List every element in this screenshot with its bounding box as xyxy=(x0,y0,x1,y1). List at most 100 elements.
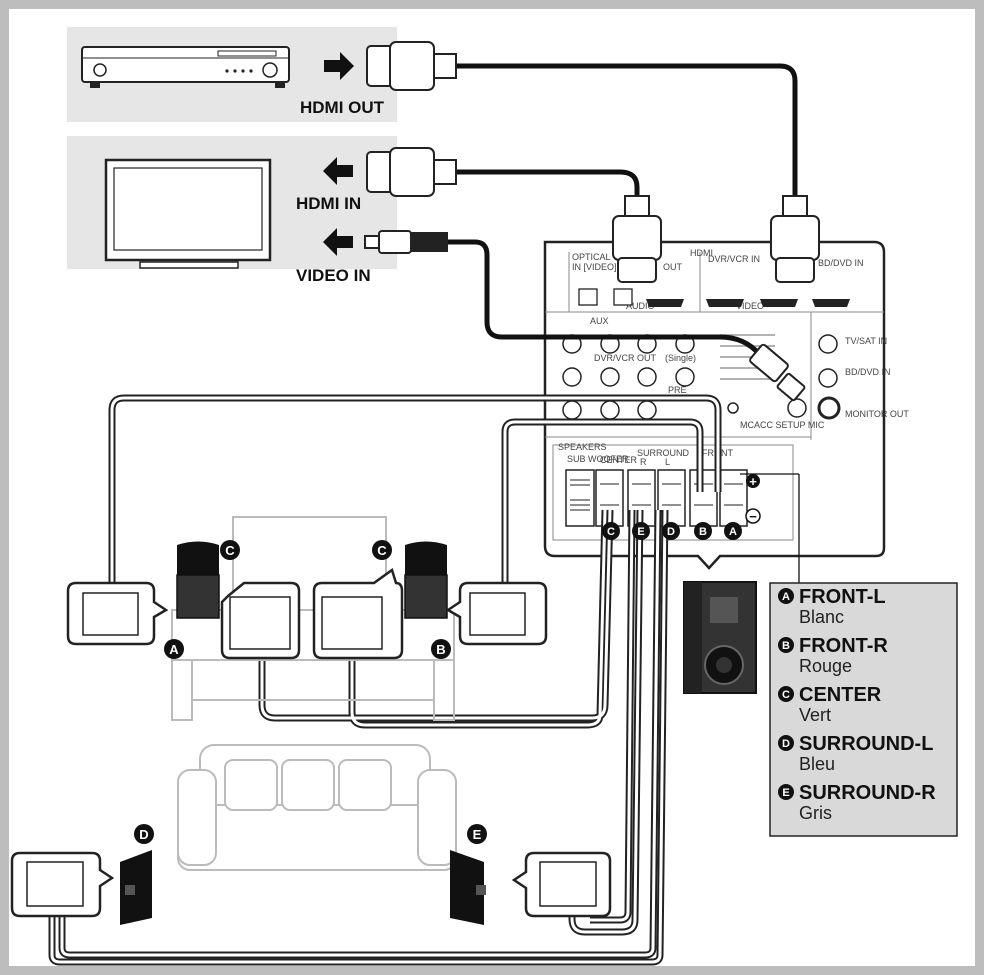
svg-text:C: C xyxy=(607,526,615,538)
svg-text:A: A xyxy=(729,526,737,538)
legend-color: Blanc xyxy=(799,607,844,627)
tv-box: HDMI IN VIDEO IN xyxy=(67,136,397,285)
optical-jack xyxy=(613,288,633,306)
surround-r-label: R xyxy=(640,457,647,467)
bd-dvd-in-label: BD/DVD IN xyxy=(818,258,864,268)
svg-text:B: B xyxy=(436,642,445,657)
legend-name: SURROUND-L xyxy=(799,733,933,755)
mcacc-label: MCACC SETUP MIC xyxy=(740,420,825,430)
svg-text:A: A xyxy=(169,642,179,657)
callout-front-right xyxy=(445,581,548,646)
hdmi-out-port-label: OUT xyxy=(663,262,683,272)
sub-woofer-label: SUB WOOFER xyxy=(567,454,629,464)
legend-marker-letter: C xyxy=(782,689,790,701)
legend-name: CENTER xyxy=(799,684,882,706)
svg-text:E: E xyxy=(637,526,644,538)
svg-text:D: D xyxy=(139,827,148,842)
aux-label: AUX xyxy=(590,316,609,326)
legend-name: FRONT-L xyxy=(799,586,886,608)
hdmi-plug xyxy=(366,41,457,91)
pre-label: PRE xyxy=(668,385,687,395)
bd-dvd-in-video-label: BD/DVD IN xyxy=(845,367,891,377)
video-label: VIDEO xyxy=(736,301,764,311)
monitor-out-label: MONITOR OUT xyxy=(845,409,909,419)
rca-plug xyxy=(749,343,806,402)
legend-name: SURROUND-R xyxy=(799,782,936,804)
surround-right-speaker xyxy=(450,850,486,925)
terminal-marker-d: D xyxy=(662,522,680,540)
surround-terminal-label: SURROUND xyxy=(637,448,690,458)
marker-c-center: C xyxy=(220,540,240,560)
legend-color: Vert xyxy=(799,705,831,725)
legend-marker xyxy=(778,637,794,653)
svg-text:E: E xyxy=(473,827,482,842)
minus-marker-text: − xyxy=(749,509,757,524)
center-terminal-label: CENTER xyxy=(600,455,638,465)
legend-marker-letter: A xyxy=(782,591,790,603)
legend-marker xyxy=(778,735,794,751)
optical-label: OPTICAL xyxy=(572,252,611,262)
terminal-marker-b: B xyxy=(694,522,712,540)
legend-marker-letter: B xyxy=(782,640,790,652)
front-left-speaker xyxy=(176,541,220,619)
tv-icon xyxy=(104,158,272,269)
hdmi-plug xyxy=(366,147,457,197)
legend-name: FRONT-R xyxy=(799,635,888,657)
hdmi-plug xyxy=(770,195,820,283)
rca-jack-grid xyxy=(562,334,841,420)
arrow-right-icon xyxy=(324,52,354,80)
svg-text:C: C xyxy=(225,543,235,558)
legend-marker xyxy=(778,588,794,604)
surround-left-speaker xyxy=(120,850,152,925)
single-label: (Single) xyxy=(665,353,696,363)
legend-marker xyxy=(778,686,794,702)
legend-marker-letter: D xyxy=(782,738,790,750)
audio-label: AUDIO xyxy=(626,301,655,311)
bd-player-box: HDMI OUT xyxy=(67,27,397,122)
in-video-label: IN [VIDEO] xyxy=(572,262,617,272)
legend-marker-letter: E xyxy=(782,787,789,799)
hdmi-in-label: HDMI IN xyxy=(296,194,361,213)
dvr-vcr-out-label: DVR/VCR OUT xyxy=(594,353,657,363)
front-right-speaker xyxy=(404,541,448,619)
hdmi-cables xyxy=(452,63,798,201)
surround-l-label: L xyxy=(665,457,670,467)
legend-color: Rouge xyxy=(799,656,852,676)
speakers-label: SPEAKERS xyxy=(558,442,607,452)
subwoofer-icon xyxy=(683,581,757,694)
callout-surround-left xyxy=(10,851,115,918)
sofa-icon xyxy=(177,744,457,871)
terminal-marker-e: E xyxy=(632,522,650,540)
speaker-cables xyxy=(48,394,722,966)
marker-a-front-left: A xyxy=(164,639,184,659)
svg-text:B: B xyxy=(699,526,707,538)
svg-text:C: C xyxy=(377,543,387,558)
callout-center-left xyxy=(220,581,301,660)
terminal-marker-c: C xyxy=(602,522,620,540)
hdmi-group-label: HDMI xyxy=(690,248,713,258)
hdmi-port-row xyxy=(646,299,850,307)
svg-text:D: D xyxy=(667,526,675,538)
video-cable xyxy=(442,239,763,358)
hdmi-plug xyxy=(612,195,662,283)
hdmi-out-label: HDMI OUT xyxy=(300,98,385,117)
bd-player-icon xyxy=(81,46,290,88)
arrow-left-icon xyxy=(323,228,353,256)
dvr-vcr-in-label: DVR/VCR IN xyxy=(708,254,760,264)
plus-marker xyxy=(746,474,760,488)
marker-e-surround-right: E xyxy=(467,824,487,844)
terminal-marker-a: A xyxy=(724,522,742,540)
rca-plug xyxy=(364,230,448,254)
legend-color: Bleu xyxy=(799,754,835,774)
marker-b-front-right: B xyxy=(431,639,451,659)
plus-marker-text: + xyxy=(749,474,757,489)
optical-jack xyxy=(578,288,598,306)
callout-front-left xyxy=(66,581,169,646)
legend-color: Gris xyxy=(799,803,832,823)
